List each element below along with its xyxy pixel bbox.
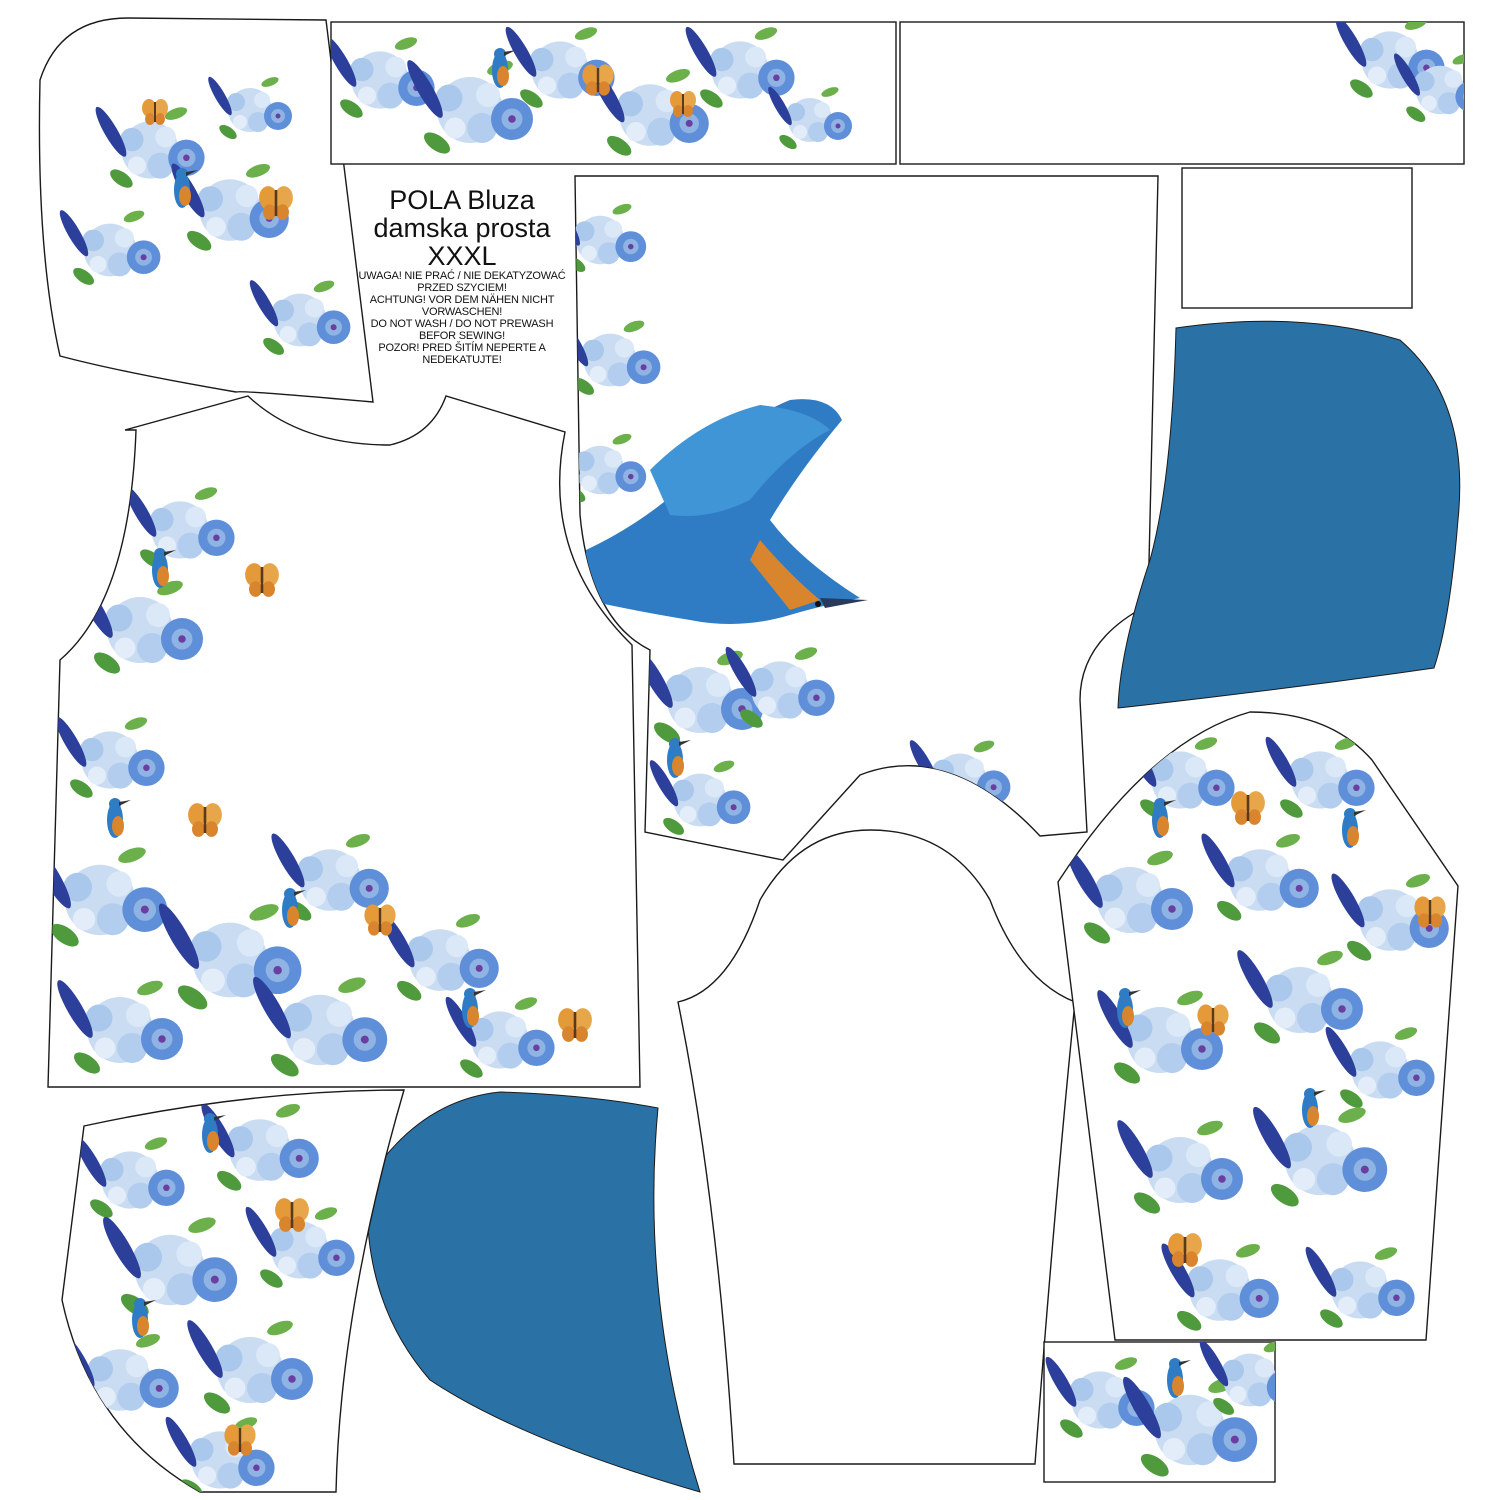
waistband-panel-left xyxy=(330,21,897,165)
warning-line-6: BEFOR SEWING! xyxy=(418,330,506,342)
warning-line-5: DO NOT WASH / DO NOT PREWASH xyxy=(370,318,554,330)
title-line-2: damska prosta xyxy=(373,213,551,243)
plain-sleeve-panel xyxy=(677,829,1076,1465)
back-floral-print xyxy=(575,200,1011,839)
pattern-label: POLA Bluza damska prosta XXXL UWAGA! NIE… xyxy=(336,186,588,366)
warning-line-4: VORWASCHEN! xyxy=(421,306,503,318)
pocket-panel xyxy=(1181,167,1413,309)
warning-line-8: NEDEKATUJTE! xyxy=(422,354,502,366)
warning-line-7: POZOR! PRED ŠITÍM NEPERTE A xyxy=(378,342,546,354)
hood-lining-left xyxy=(366,1091,701,1493)
front-body-panel xyxy=(47,395,641,1088)
warning-line-3: ACHTUNG! VOR DEM NÄHEN NICHT xyxy=(369,294,555,306)
sleeve-panel-left xyxy=(61,1089,405,1493)
title-size: XXXL xyxy=(427,241,497,271)
waistband-panel-right xyxy=(899,21,1465,165)
back-body-panel xyxy=(574,175,1159,861)
title-line-1: POLA Bluza xyxy=(389,185,535,215)
warning-line-2: PRZED SZYCIEM! xyxy=(417,282,507,294)
sleeve-panel-right xyxy=(1057,711,1459,1341)
cuff-panel xyxy=(1043,1341,1276,1483)
kingfisher-illustration xyxy=(586,399,868,624)
warning-line-1: UWAGA! NIE PRAĆ / NIE DEKATYZOWAĆ xyxy=(358,270,566,282)
hood-lining-right xyxy=(1117,320,1461,709)
hood-panel xyxy=(38,17,374,403)
